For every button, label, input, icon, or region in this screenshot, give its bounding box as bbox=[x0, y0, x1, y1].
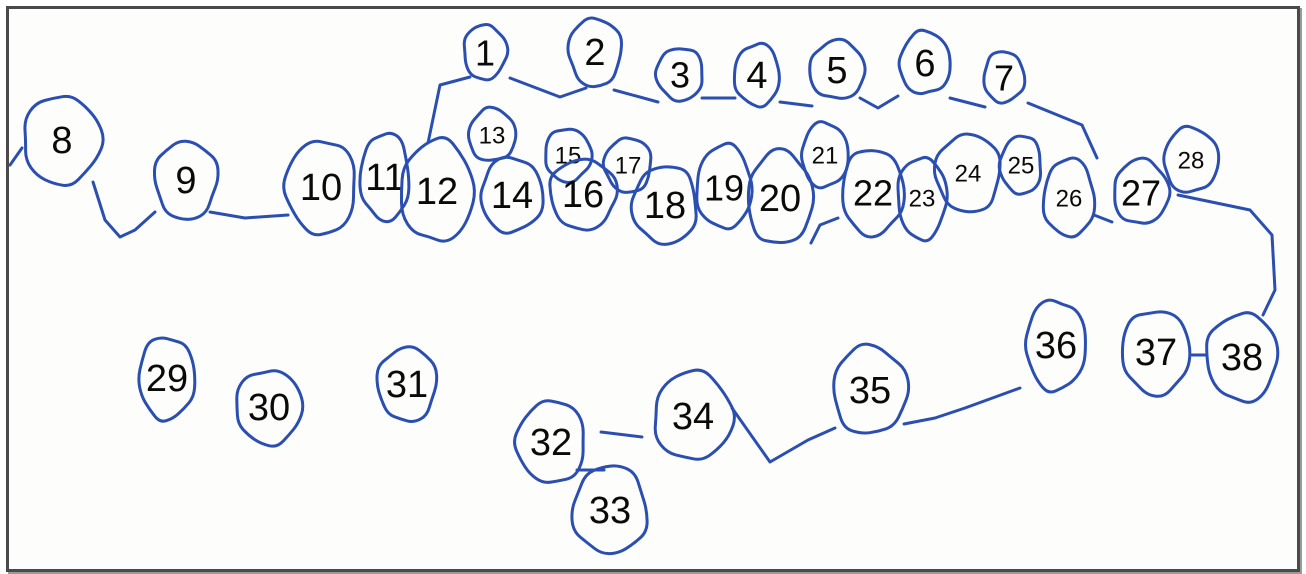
node-32: 32 bbox=[515, 401, 584, 483]
node-label: 37 bbox=[1135, 332, 1177, 374]
connector-line bbox=[614, 90, 658, 102]
node-label: 6 bbox=[914, 43, 935, 85]
node-label: 16 bbox=[562, 174, 604, 216]
node-7: 7 bbox=[984, 52, 1025, 103]
connector-line bbox=[1178, 195, 1275, 315]
node-35: 35 bbox=[834, 344, 909, 433]
connector-line bbox=[10, 148, 22, 165]
node-13: 13 bbox=[468, 107, 515, 160]
node-label: 29 bbox=[146, 358, 188, 400]
node-label: 23 bbox=[909, 186, 936, 213]
node-label: 14 bbox=[491, 175, 533, 217]
node-10: 10 bbox=[284, 141, 355, 235]
node-label: 20 bbox=[759, 178, 801, 220]
node-12: 12 bbox=[401, 138, 474, 242]
node-4: 4 bbox=[734, 43, 779, 107]
node-26: 26 bbox=[1043, 158, 1094, 237]
node-label: 5 bbox=[826, 50, 847, 92]
node-37: 37 bbox=[1122, 312, 1189, 396]
node-label: 4 bbox=[746, 55, 767, 97]
node-33: 33 bbox=[572, 466, 647, 554]
node-label: 12 bbox=[416, 171, 458, 213]
node-label: 22 bbox=[853, 173, 893, 214]
node-label: 10 bbox=[300, 167, 342, 209]
node-36: 36 bbox=[1025, 300, 1085, 392]
node-label: 21 bbox=[812, 143, 839, 170]
node-9: 9 bbox=[154, 141, 218, 219]
node-label: 38 bbox=[1221, 337, 1263, 379]
node-label: 28 bbox=[1178, 148, 1205, 175]
node-label: 25 bbox=[1008, 153, 1035, 180]
connector-line bbox=[601, 432, 642, 437]
connector-line bbox=[428, 77, 470, 143]
node-5: 5 bbox=[810, 39, 865, 98]
node-label: 17 bbox=[615, 153, 642, 180]
connector-line bbox=[860, 96, 898, 108]
node-label: 30 bbox=[248, 387, 290, 429]
node-3: 3 bbox=[655, 49, 702, 101]
node-34: 34 bbox=[655, 370, 734, 459]
node-label: 33 bbox=[589, 490, 631, 532]
node-label: 7 bbox=[994, 58, 1014, 99]
connector-line bbox=[904, 388, 1020, 424]
connector-line bbox=[93, 182, 155, 237]
node-label: 8 bbox=[51, 120, 72, 162]
connector-line bbox=[811, 218, 838, 243]
node-38: 38 bbox=[1207, 313, 1278, 403]
node-label: 3 bbox=[670, 55, 690, 96]
node-24: 24 bbox=[934, 134, 1000, 212]
node-label: 24 bbox=[955, 161, 982, 188]
node-label: 13 bbox=[479, 123, 506, 150]
node-label: 9 bbox=[175, 160, 196, 202]
node-19: 19 bbox=[697, 143, 752, 229]
node-label: 1 bbox=[475, 33, 495, 74]
connector-line bbox=[210, 212, 288, 218]
node-label: 31 bbox=[386, 364, 428, 406]
node-label: 32 bbox=[530, 422, 572, 464]
node-21: 21 bbox=[801, 122, 848, 188]
node-14: 14 bbox=[481, 157, 543, 233]
node-16: 16 bbox=[550, 159, 618, 230]
node-label: 19 bbox=[704, 168, 744, 209]
node-18: 18 bbox=[631, 167, 696, 245]
node-label: 26 bbox=[1056, 186, 1083, 213]
node-label: 2 bbox=[584, 32, 605, 74]
node-1: 1 bbox=[464, 25, 508, 80]
node-6: 6 bbox=[899, 30, 950, 93]
node-label: 18 bbox=[644, 185, 686, 227]
node-label: 34 bbox=[672, 396, 714, 438]
connector-line bbox=[950, 98, 985, 107]
node-28: 28 bbox=[1164, 126, 1219, 192]
node-25: 25 bbox=[999, 136, 1040, 194]
node-31: 31 bbox=[377, 347, 437, 422]
connector-line bbox=[732, 408, 835, 462]
node-27: 27 bbox=[1115, 158, 1170, 223]
diagram-frame: 1234567891011121314151617181920212223242… bbox=[6, 6, 1300, 572]
connector-line bbox=[1094, 215, 1112, 222]
node-label: 36 bbox=[1035, 325, 1077, 367]
node-29: 29 bbox=[139, 338, 195, 421]
node-label: 35 bbox=[849, 370, 891, 412]
connector-line bbox=[510, 78, 586, 97]
node-22: 22 bbox=[843, 151, 905, 237]
node-2: 2 bbox=[568, 18, 622, 87]
node-label: 15 bbox=[555, 143, 582, 170]
node-8: 8 bbox=[25, 96, 103, 185]
node-label: 11 bbox=[365, 157, 404, 199]
node-30: 30 bbox=[237, 371, 303, 446]
connector-line bbox=[780, 102, 812, 106]
node-label: 27 bbox=[1121, 173, 1161, 214]
